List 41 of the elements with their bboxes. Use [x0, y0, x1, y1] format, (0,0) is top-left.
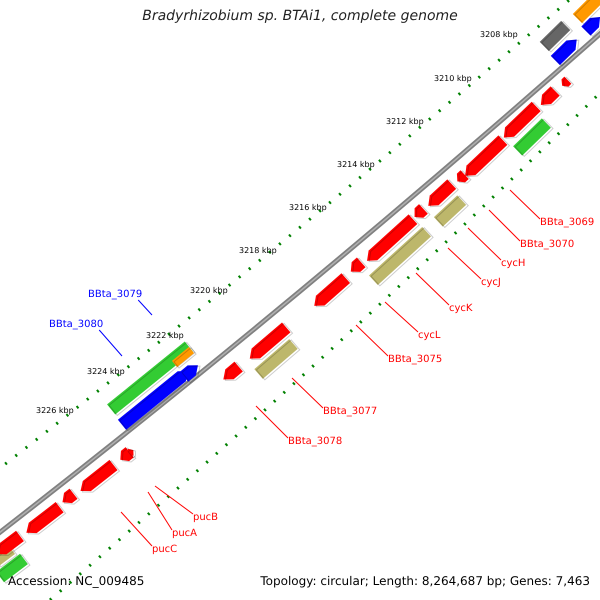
leader-line [292, 378, 324, 408]
gene-label: BBta_3070 [520, 239, 574, 250]
leader-line [356, 324, 388, 356]
gene-label: BBta_3075 [388, 354, 442, 365]
leader-line [488, 210, 520, 242]
leader-line [384, 302, 418, 332]
gene-label: cycJ [481, 277, 501, 288]
gene-label: BBta_3080 [49, 319, 104, 330]
gene-label: BBta_3069 [540, 217, 594, 228]
scale-label: 3210 kbp [434, 74, 472, 83]
scale-label: 3208 kbp [480, 30, 518, 39]
leader-line [98, 330, 122, 356]
gene-label: pucA [172, 528, 198, 539]
scale-label: 3218 kbp [239, 246, 277, 255]
scale-label: 3216 kbp [289, 203, 327, 212]
scale-label: 3224 kbp [87, 367, 125, 376]
gene-label: pucB [193, 512, 218, 523]
scale-label: 3226 kbp [36, 406, 74, 415]
gene-label: BBta_3078 [288, 436, 342, 447]
gene-label: BBta_3079 [88, 289, 142, 300]
leader-line [154, 486, 194, 514]
scale-label: 3220 kbp [190, 286, 228, 295]
gene-label: cycK [449, 303, 472, 314]
leader-line [510, 190, 540, 220]
leader-line [448, 248, 482, 280]
leader-line [256, 406, 288, 438]
leader-line [148, 492, 172, 530]
gene-label: BBta_3077 [323, 406, 378, 417]
scale-label: 3222 kbp [146, 331, 184, 340]
gene-label: pucC [152, 544, 178, 555]
leader-line [416, 272, 450, 306]
title: Bradyrhizobium sp. BTAi1, complete genome [141, 8, 459, 24]
accession-text: Accession: NC_009485 [8, 574, 144, 588]
gene-label: cycL [418, 330, 440, 341]
leader-line [120, 512, 152, 546]
leader-line [468, 228, 502, 260]
gene-label: cycH [501, 258, 526, 269]
leader-line [138, 300, 152, 316]
genome-stats-text: Topology: circular; Length: 8,264,687 bp; Genes: 7,463 [260, 574, 590, 588]
scale-label: 3212 kbp [386, 117, 424, 126]
scale-label: 3214 kbp [337, 160, 375, 169]
